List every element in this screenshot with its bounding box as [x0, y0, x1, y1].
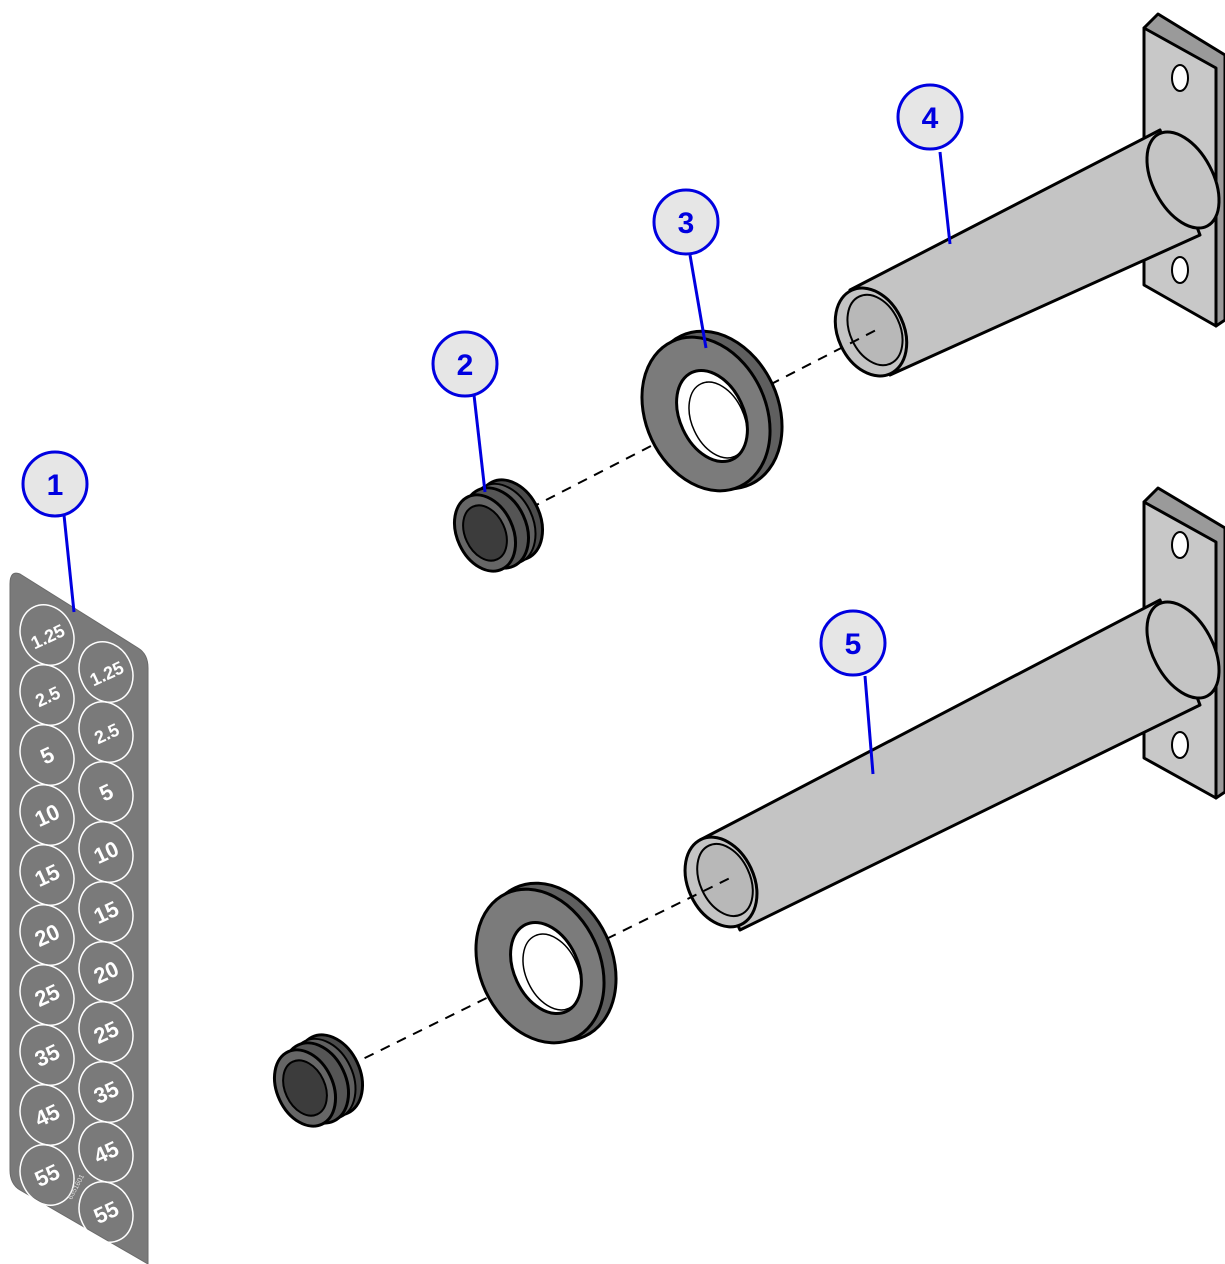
callout-leaders	[62, 151, 952, 775]
callout-1: 1	[21, 450, 89, 518]
end-cap-lower	[273, 1033, 364, 1128]
callout-4-number: 4	[922, 102, 939, 135]
decal-right-circle	[78, 881, 134, 943]
callout-5: 5	[819, 609, 887, 677]
decal-left-circle	[19, 1024, 75, 1086]
long-storage-peg	[683, 598, 1221, 932]
decal-left-circle	[19, 904, 75, 966]
decal-right-circle	[78, 821, 134, 883]
callout-5-number: 5	[845, 628, 862, 661]
decal-right-circle	[78, 701, 134, 763]
decal-left-circle	[19, 604, 75, 666]
decal-left-circle	[19, 784, 75, 846]
callout-4: 4	[896, 83, 964, 151]
decal-right-circle	[78, 761, 134, 823]
decal-right-circle	[78, 941, 134, 1003]
callout-2: 2	[431, 330, 499, 398]
decal-right-circle	[78, 1181, 134, 1243]
decal-left-circle	[19, 664, 75, 726]
decal-right-circle	[78, 641, 134, 703]
collar-ring-lower	[474, 881, 618, 1045]
decal-left-circle	[19, 724, 75, 786]
callout-3-number: 3	[678, 207, 695, 240]
decal-right-circle	[78, 1001, 134, 1063]
decal-left-circle	[19, 964, 75, 1026]
decal-right-circle	[78, 1061, 134, 1123]
callout-2-number: 2	[457, 349, 474, 382]
callout-3: 3	[652, 188, 720, 256]
end-cap	[453, 478, 544, 573]
decal-left-circle	[19, 1144, 75, 1206]
short-storage-peg	[833, 128, 1221, 378]
callout-1-number: 1	[47, 469, 64, 502]
decal-right-circle	[78, 1121, 134, 1183]
decal-left-circle	[19, 844, 75, 906]
decal-left-circle	[19, 1084, 75, 1146]
collar-ring	[640, 329, 784, 493]
